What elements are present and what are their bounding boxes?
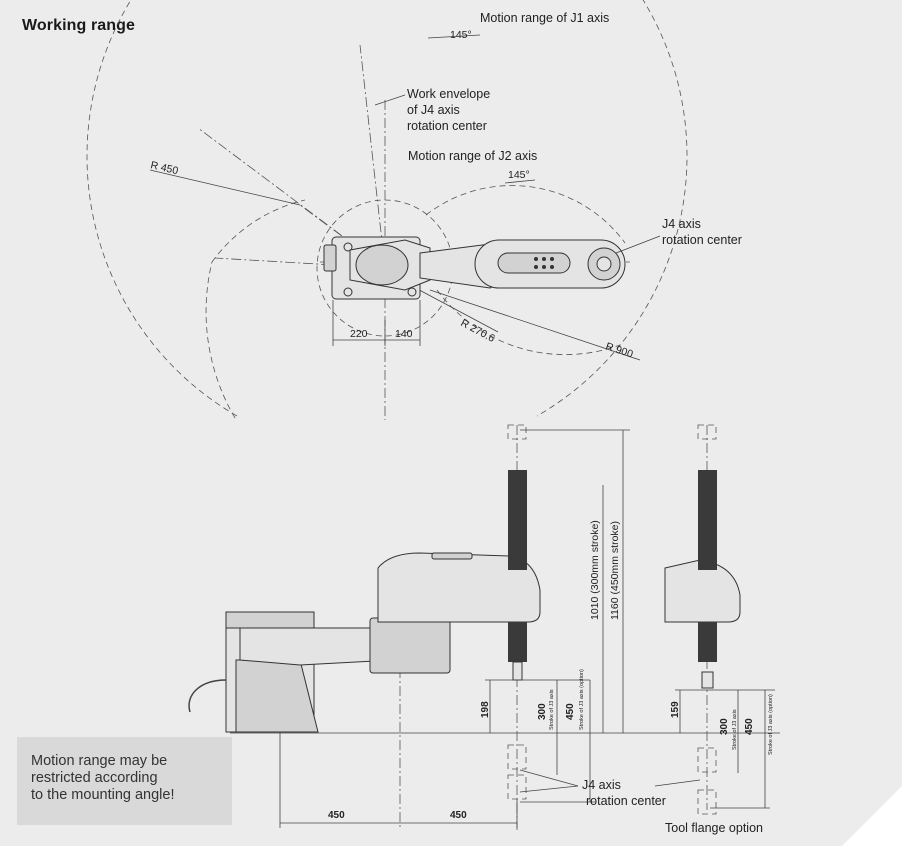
label-j1-motion: Motion range of J1 axis — [480, 11, 609, 25]
dim-450-width-b: 450 — [450, 810, 467, 821]
shaft-lower-b — [698, 622, 717, 662]
arm2-side — [377, 552, 541, 623]
dim-450-width-a: 450 — [328, 810, 345, 821]
j4-leader-line — [615, 235, 661, 254]
panel-led-1 — [534, 257, 538, 261]
dim-1010: 1010 (300mm stroke) — [589, 520, 601, 620]
angle-tick-j2 — [504, 179, 536, 184]
label-j4-top-2: rotation center — [662, 233, 742, 247]
stroke-label-a: Stroke of J3 axis — [549, 689, 555, 730]
dim-300b: 300 — [719, 718, 730, 735]
radial-line-r270 — [409, 284, 499, 333]
radial-line-r900 — [429, 289, 641, 361]
label-j4-top-1: J4 axis — [662, 217, 701, 231]
base-bolt-1 — [343, 242, 353, 252]
shaft-bellows-a — [508, 470, 527, 570]
radial-line-4 — [214, 257, 386, 269]
panel-led-4 — [534, 265, 538, 269]
dim-300a: 300 — [537, 703, 548, 720]
dim-r900: R 900 — [604, 340, 635, 360]
note-text: Motion range may be restricted according… — [31, 753, 175, 803]
label-j1-angle: 145° — [450, 29, 472, 41]
base-top-plate — [225, 611, 315, 629]
panel-led-5 — [542, 265, 546, 269]
label-tool-flange: Tool flange option — [665, 821, 763, 835]
dim-220: 220 — [350, 328, 368, 340]
label-envelope-1: Work envelope — [407, 87, 490, 101]
joint-block — [369, 617, 451, 674]
stroke-label-b: Stroke of J3 axis (option) — [579, 669, 585, 730]
label-j4-side-2: rotation center — [586, 794, 666, 808]
arm2-panel — [497, 252, 571, 274]
shaft-tip-a — [512, 661, 523, 681]
j1-joint-top — [355, 244, 409, 286]
top-view: 220 140 R 450 R 270.6 R 900 Motion range… — [86, 0, 742, 420]
envelope-leader — [374, 94, 406, 106]
shaft-lower-a — [508, 622, 527, 662]
inner-envelope-arc-left — [211, 199, 306, 263]
label-j2-motion: Motion range of J2 axis — [408, 149, 537, 163]
label-j4-side-1: J4 axis — [582, 778, 621, 792]
dim-140: 140 — [395, 328, 413, 340]
j2-range-arc — [425, 185, 626, 244]
stroke-label-c: Stroke of J3 axis — [732, 709, 738, 750]
j1-range-arc — [86, 0, 688, 417]
panel-led-2 — [542, 257, 546, 261]
page-corner-fold — [842, 786, 902, 846]
radial-line-2 — [359, 44, 386, 269]
dim-450a: 450 — [565, 703, 576, 720]
panel-led-3 — [550, 257, 554, 261]
label-j2-angle: 145° — [508, 169, 530, 181]
radial-line-r450 — [149, 169, 301, 206]
tool-flange-leader — [654, 779, 701, 787]
base-bolt-3 — [343, 287, 353, 297]
base-bolt-4 — [407, 287, 417, 297]
tool-box-a1 — [507, 424, 527, 440]
page-title: Working range — [22, 17, 136, 34]
angle-tick-top — [427, 34, 481, 39]
panel-led-6 — [550, 265, 554, 269]
base-connector — [323, 244, 337, 272]
dim-198: 198 — [480, 701, 491, 718]
dim-r450: R 450 — [149, 159, 179, 177]
j2-range-arc-lower — [436, 289, 621, 355]
dim-450b: 450 — [744, 718, 755, 735]
shaft-bellows-b — [698, 470, 717, 570]
cable — [188, 679, 227, 713]
dim-1160: 1160 (450mm stroke) — [609, 521, 621, 620]
j4-side-leader-2 — [519, 785, 579, 793]
tool-box-a3 — [507, 774, 527, 800]
label-envelope-3: rotation center — [407, 119, 487, 133]
dim-159: 159 — [670, 701, 681, 718]
inner-envelope-arc-left2 — [205, 261, 236, 419]
mounting-angle-note: Motion range may be restricted according… — [17, 737, 232, 825]
stroke-label-d: Stroke of J3 axis (option) — [768, 694, 774, 755]
side-view: 1010 (300mm stroke) 1160 (450mm stroke) … — [188, 424, 780, 835]
j4-flange-inner — [596, 256, 612, 272]
j4-side-leader-1 — [519, 769, 579, 787]
shaft-tip-b — [701, 671, 714, 689]
arm2-buttons — [431, 552, 473, 560]
tool-box-b1 — [697, 424, 717, 440]
tool-box-b3 — [697, 789, 717, 815]
tool-box-a2 — [507, 744, 527, 770]
tool-box-b2 — [697, 747, 717, 773]
label-envelope-2: of J4 axis — [407, 103, 460, 117]
